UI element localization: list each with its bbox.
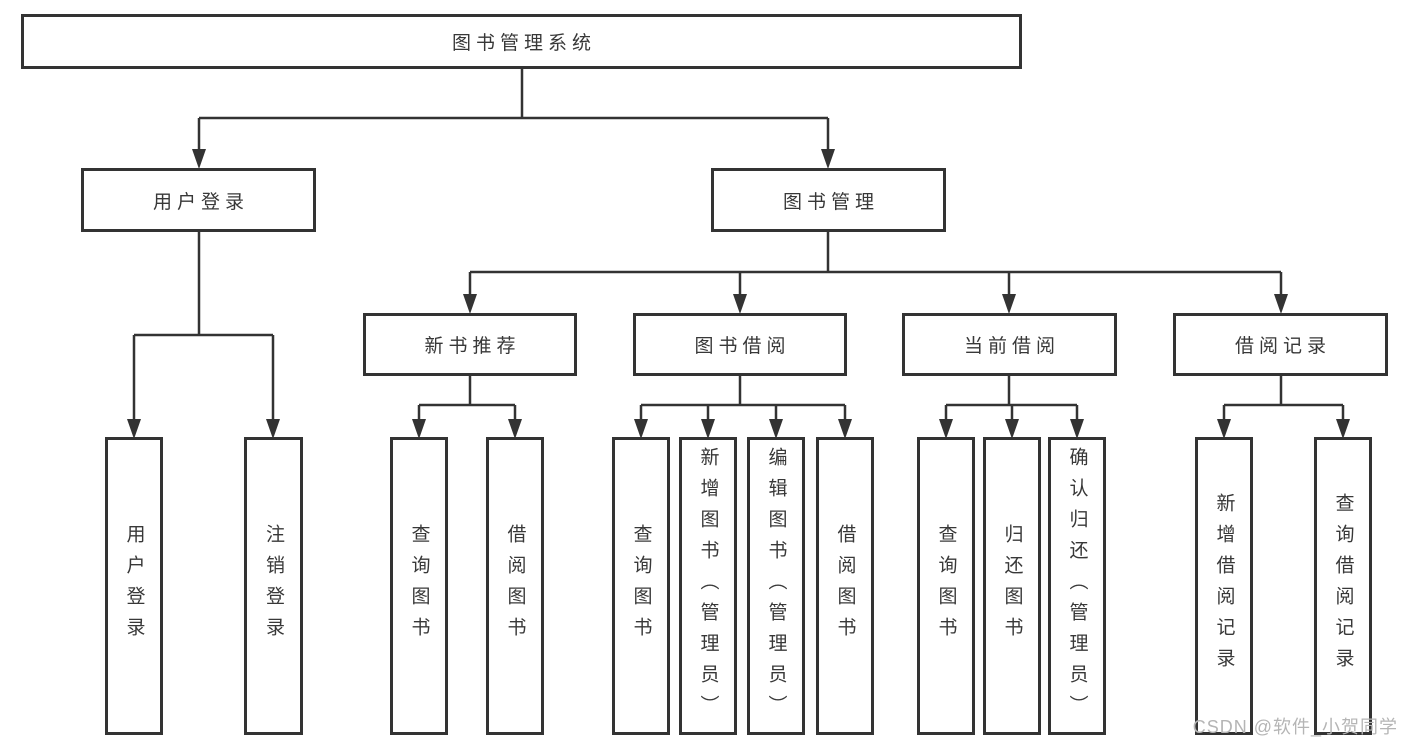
node-book-management: 图书管理 [711,168,946,232]
leaf-add-borrow-record-label: 新增借阅记录 [1213,493,1235,679]
leaf-search-books-current: 查询图书 [917,437,975,735]
node-root: 图书管理系统 [21,14,1022,69]
leaf-borrow-books: 借阅图书 [816,437,874,735]
leaf-borrow-books-label: 借阅图书 [834,524,856,648]
leaf-add-books-admin-label: 新增图书（管理员） [697,446,719,726]
node-user-login-label: 用户登录 [152,191,249,213]
leaf-edit-books-admin-label: 编辑图书（管理员） [765,446,787,726]
csdn-watermark: CSDN @软件_小贺同学 [1192,717,1398,737]
node-current-borrowing: 当前借阅 [902,313,1117,376]
leaf-add-books-admin: 新增图书（管理员） [679,437,737,735]
node-new-book-recommendation-label: 新书推荐 [424,336,521,357]
node-borrowing-records-label: 借阅记录 [1234,336,1331,357]
leaf-borrow-books-recommend-label: 借阅图书 [504,524,526,648]
leaf-search-borrow-record-label: 查询借阅记录 [1332,493,1354,679]
leaf-search-books-borrow-label: 查询图书 [630,524,652,648]
leaf-add-borrow-record: 新增借阅记录 [1195,437,1253,735]
leaf-user-login: 用户登录 [105,437,163,735]
node-user-login: 用户登录 [81,168,316,232]
leaf-search-books-borrow: 查询图书 [612,437,670,735]
leaf-search-borrow-record: 查询借阅记录 [1314,437,1372,735]
leaf-logout-label: 注销登录 [263,524,284,648]
leaf-confirm-return-admin-label: 确认归还（管理员） [1066,446,1088,726]
node-current-borrowing-label: 当前借阅 [963,336,1060,357]
leaf-confirm-return-admin: 确认归还（管理员） [1048,437,1106,735]
node-new-book-recommendation: 新书推荐 [363,313,577,376]
node-book-management-label: 图书管理 [782,191,879,213]
leaf-return-books-label: 归还图书 [1001,524,1023,648]
node-root-label: 图书管理系统 [451,33,596,54]
leaf-edit-books-admin: 编辑图书（管理员） [747,437,805,735]
node-book-borrowing-label: 图书借阅 [694,336,791,357]
leaf-search-books-current-label: 查询图书 [935,524,957,648]
leaf-return-books: 归还图书 [983,437,1041,735]
leaf-search-books-recommend-label: 查询图书 [408,524,430,648]
leaf-user-login-label: 用户登录 [123,524,145,648]
leaf-search-books-recommend: 查询图书 [390,437,448,735]
leaf-logout: 注销登录 [244,437,303,735]
leaf-borrow-books-recommend: 借阅图书 [486,437,544,735]
node-borrowing-records: 借阅记录 [1173,313,1388,376]
node-book-borrowing: 图书借阅 [633,313,847,376]
